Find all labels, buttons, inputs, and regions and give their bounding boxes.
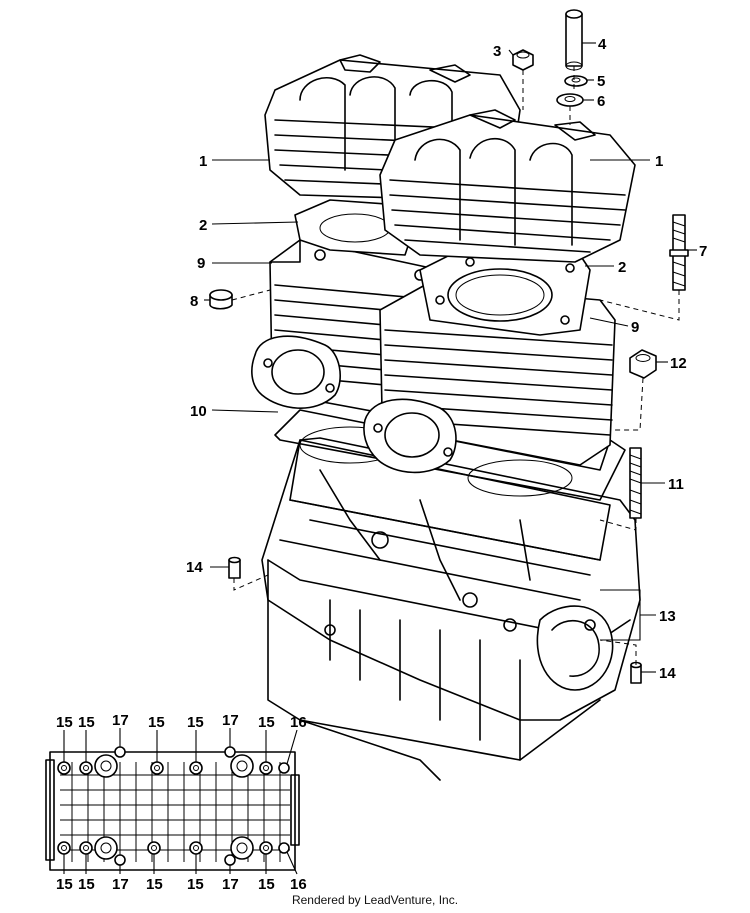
callout-14-left: 14 — [186, 559, 203, 576]
callout-7: 7 — [699, 243, 707, 260]
callout-2-left: 2 — [199, 217, 207, 234]
bv-top-label: 15 — [258, 714, 275, 731]
part-stud-11 — [629, 447, 642, 519]
cylinder-right — [363, 249, 616, 474]
bv-top-label: 15 — [148, 714, 165, 731]
callout-labels: 1 1 2 2 3 4 5 6 7 8 9 9 10 11 12 13 14 1… — [186, 36, 707, 682]
bv-top-label: 15 — [187, 714, 204, 731]
callout-1-left: 1 — [199, 153, 207, 170]
bv-top-label: 15 — [78, 714, 95, 731]
callout-11: 11 — [668, 476, 684, 493]
part-spacer-4 — [565, 9, 583, 71]
callout-4: 4 — [598, 36, 607, 53]
crankcase-bottom-view: 15 15 17 15 15 17 15 16 15 15 17 15 15 1… — [45, 712, 307, 893]
bv-bottom-label: 17 — [222, 876, 239, 893]
bottom-view-bottom-labels: 15 15 17 15 15 17 15 16 — [56, 876, 307, 893]
bv-top-label: 16 — [290, 714, 307, 731]
bottom-view-leaders — [63, 728, 298, 875]
bv-bottom-label: 15 — [146, 876, 163, 893]
bottom-view-grid — [60, 762, 290, 862]
callout-1-right: 1 — [655, 153, 663, 170]
base-gasket — [274, 409, 626, 501]
bv-bottom-label: 15 — [187, 876, 204, 893]
callout-3: 3 — [493, 43, 501, 60]
cylinder-head-right — [379, 109, 636, 263]
bv-top-label: 17 — [112, 712, 129, 729]
part-nut-12 — [629, 349, 657, 379]
callout-8: 8 — [190, 293, 198, 310]
part-dowel-14a — [228, 556, 241, 579]
footer-credit: Rendered by LeadVenture, Inc. — [291, 893, 459, 907]
bv-top-label: 17 — [222, 712, 239, 729]
part-washer-6 — [556, 93, 584, 107]
callout-10: 10 — [190, 403, 207, 420]
callout-9-right: 9 — [631, 319, 639, 336]
part-stud-7 — [669, 214, 689, 291]
callout-2-right: 2 — [618, 259, 626, 276]
part-plug-8 — [209, 289, 233, 310]
part-washer-5 — [564, 75, 588, 87]
bv-bottom-label: 15 — [56, 876, 73, 893]
bv-top-label: 15 — [56, 714, 73, 731]
part-dowel-14b — [630, 661, 642, 684]
callout-6: 6 — [597, 93, 605, 110]
callout-14-right: 14 — [659, 665, 676, 682]
callout-12: 12 — [670, 355, 687, 372]
leader-lines — [204, 42, 697, 673]
bv-bottom-label: 17 — [112, 876, 129, 893]
crankcase — [261, 437, 641, 781]
callout-5: 5 — [597, 73, 605, 90]
bv-bottom-label: 15 — [258, 876, 275, 893]
bottom-view-top-labels: 15 15 17 15 15 17 15 16 — [56, 712, 307, 731]
bv-bottom-label: 15 — [78, 876, 95, 893]
callout-9-left: 9 — [197, 255, 205, 272]
callout-13: 13 — [659, 608, 676, 625]
part-nut-3 — [512, 49, 534, 71]
bv-bottom-label: 16 — [290, 876, 307, 893]
bottom-view-bottom-bolts — [57, 836, 290, 866]
